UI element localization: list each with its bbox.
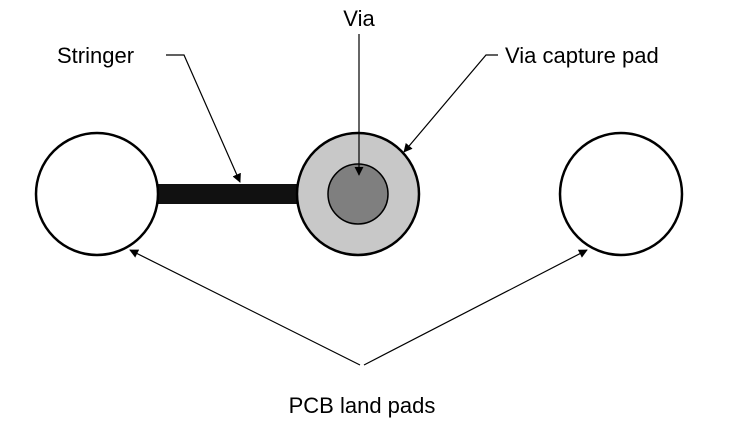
via-label: Via <box>343 6 375 31</box>
via-capture-pad-leader-arrow <box>403 54 498 153</box>
stringer-trace <box>150 184 302 204</box>
pcb-land-pads-leader-arrow-right <box>363 249 588 366</box>
pcb-land-pad-left <box>34 131 160 257</box>
stringer-label: Stringer <box>57 43 134 68</box>
pcb-land-pads-leader-arrow-left <box>129 249 361 366</box>
via <box>327 163 389 225</box>
via-capture-pad-label: Via capture pad <box>505 43 659 68</box>
stringer-leader-arrow <box>166 54 241 183</box>
pcb-land-pad-right <box>558 131 684 257</box>
pcb-land-pads-label: PCB land pads <box>289 393 436 418</box>
